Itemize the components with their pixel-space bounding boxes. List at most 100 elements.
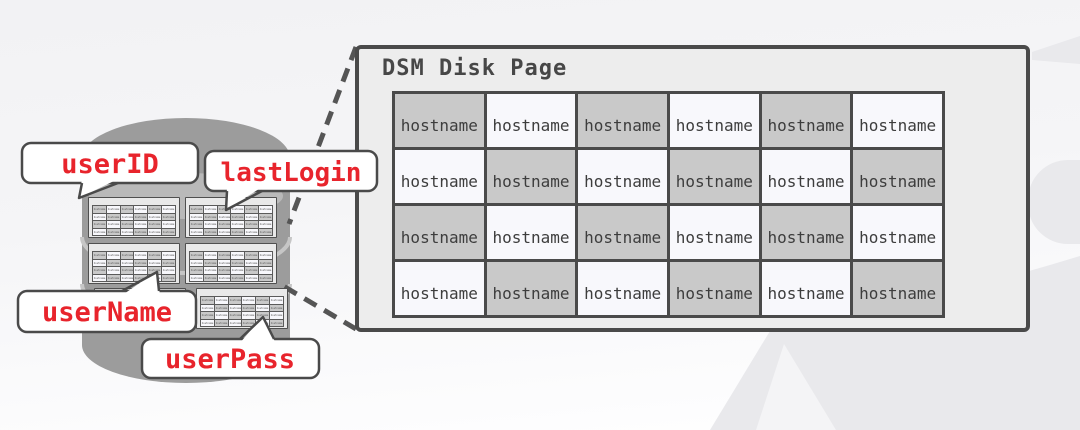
hostname-cell-label: hostname bbox=[584, 172, 662, 191]
hostname-cell-label: hostname bbox=[121, 215, 133, 219]
hostname-cell: hostname bbox=[259, 213, 272, 220]
hostname-cell: hostname bbox=[669, 150, 759, 203]
hostname-cell-label: hostname bbox=[99, 321, 112, 325]
hostname-cell-label: hostname bbox=[218, 253, 230, 257]
hostname-cell-label: hostname bbox=[93, 276, 106, 280]
hostname-cell-label: hostname bbox=[215, 306, 228, 310]
hostname-cell-label: hostname bbox=[107, 276, 120, 280]
hostname-cell: hostname bbox=[93, 228, 106, 235]
hostname-cell-label: hostname bbox=[232, 261, 244, 265]
hostname-cell: hostname bbox=[168, 304, 181, 311]
hostname-cell-label: hostname bbox=[127, 298, 139, 302]
hostname-cell: hostname bbox=[148, 267, 162, 274]
hostname-cell: hostname bbox=[245, 213, 259, 220]
hostname-cell: hostname bbox=[669, 206, 759, 259]
hostname-cell-label: hostname bbox=[257, 306, 269, 310]
hostname-cell: hostname bbox=[112, 297, 126, 304]
hostname-cell: hostname bbox=[242, 312, 256, 319]
hostname-cell-label: hostname bbox=[232, 222, 244, 226]
hostname-cell-label: hostname bbox=[155, 321, 167, 325]
hostname-cell-label: hostname bbox=[232, 276, 244, 280]
hostname-cell: hostname bbox=[245, 267, 259, 274]
hostname-cell: hostname bbox=[106, 267, 120, 274]
hostname-cell: hostname bbox=[578, 150, 667, 203]
hostname-cell: hostname bbox=[120, 267, 134, 274]
hostname-cell: hostname bbox=[126, 297, 140, 304]
hostname-cell: hostname bbox=[154, 297, 168, 304]
hostname-cell: hostname bbox=[217, 221, 231, 228]
hostname-cell-label: hostname bbox=[675, 228, 753, 247]
hostname-cell: hostname bbox=[231, 267, 245, 274]
hostname-cell: hostname bbox=[203, 221, 217, 228]
hostname-cell-label: hostname bbox=[190, 261, 203, 265]
hostname-cell: hostname bbox=[148, 206, 162, 213]
hostname-cell-label: hostname bbox=[259, 230, 272, 234]
hostname-cell: hostname bbox=[190, 274, 203, 281]
hostname-cell-label: hostname bbox=[767, 284, 845, 303]
hostname-cell: hostname bbox=[120, 259, 134, 266]
hostname-cell-label: hostname bbox=[155, 313, 167, 317]
callout-bubble-user-id: userID bbox=[20, 141, 200, 200]
hostname-cell: hostname bbox=[259, 206, 272, 213]
hostname-cell-label: hostname bbox=[155, 306, 167, 310]
hostname-cell-label: hostname bbox=[107, 222, 120, 226]
hostname-cell-label: hostname bbox=[162, 207, 175, 211]
hostname-cell: hostname bbox=[245, 259, 259, 266]
hostname-cell-label: hostname bbox=[270, 313, 283, 317]
hostname-cell-label: hostname bbox=[190, 268, 203, 272]
hostname-cell: hostname bbox=[148, 252, 162, 259]
hostname-cell-label: hostname bbox=[107, 207, 120, 211]
mini-disk-page: DSM Disk Page hostnamehostnamehostnameho… bbox=[196, 288, 288, 329]
hostname-cell-label: hostname bbox=[246, 276, 258, 280]
hostname-cell: hostname bbox=[162, 213, 175, 220]
hostname-cell-label: hostname bbox=[400, 116, 478, 135]
hostname-cell: hostname bbox=[106, 221, 120, 228]
hostname-cell: hostname bbox=[93, 206, 106, 213]
hostname-cell: hostname bbox=[242, 297, 256, 304]
hostname-cell: hostname bbox=[761, 262, 851, 315]
hostname-cell: hostname bbox=[578, 206, 667, 259]
hostname-cell-label: hostname bbox=[246, 215, 258, 219]
hostname-cell-label: hostname bbox=[675, 172, 753, 191]
hostname-cell-label: hostname bbox=[141, 313, 153, 317]
hostname-cell: hostname bbox=[259, 274, 272, 281]
hostname-cell-label: hostname bbox=[218, 276, 230, 280]
hostname-cell: hostname bbox=[106, 206, 120, 213]
hostname-cell-label: hostname bbox=[99, 298, 112, 302]
hostname-cell: hostname bbox=[126, 319, 140, 326]
hostname-cell: hostname bbox=[578, 94, 667, 147]
callout-label-last-login: lastLogin bbox=[221, 158, 362, 188]
hostname-cell-label: hostname bbox=[107, 261, 120, 265]
hostname-cell: hostname bbox=[93, 267, 106, 274]
hostname-cell: hostname bbox=[162, 267, 175, 274]
hostname-cell-label: hostname bbox=[204, 207, 217, 211]
hostname-cell-label: hostname bbox=[229, 313, 241, 317]
hostname-cell: hostname bbox=[120, 274, 134, 281]
hostname-cell-label: hostname bbox=[246, 230, 258, 234]
hostname-cell: hostname bbox=[93, 213, 106, 220]
hostname-cell-label: hostname bbox=[243, 321, 255, 325]
hostname-cell-label: hostname bbox=[121, 230, 133, 234]
hostname-cell-label: hostname bbox=[257, 321, 269, 325]
hostname-cell: hostname bbox=[270, 312, 283, 319]
dsm-disk-page-grid: hostname hostname hostname hostname hostname… bbox=[392, 91, 945, 318]
hostname-cell: hostname bbox=[203, 267, 217, 274]
hostname-cell: hostname bbox=[217, 274, 231, 281]
hostname-cell-label: hostname bbox=[232, 207, 244, 211]
hostname-cell: hostname bbox=[120, 206, 134, 213]
hostname-cell-label: hostname bbox=[107, 215, 120, 219]
hostname-cell-label: hostname bbox=[190, 276, 203, 280]
hostname-cell: hostname bbox=[231, 252, 245, 259]
hostname-cell-label: hostname bbox=[93, 253, 106, 257]
hostname-cell-label: hostname bbox=[162, 230, 175, 234]
hostname-cell: hostname bbox=[154, 319, 168, 326]
hostname-cell-label: hostname bbox=[93, 222, 106, 226]
hostname-cell: hostname bbox=[134, 267, 148, 274]
hostname-cell-label: hostname bbox=[232, 253, 244, 257]
hostname-cell-label: hostname bbox=[135, 222, 147, 226]
hostname-cell: hostname bbox=[120, 213, 134, 220]
hostname-cell-label: hostname bbox=[492, 284, 570, 303]
